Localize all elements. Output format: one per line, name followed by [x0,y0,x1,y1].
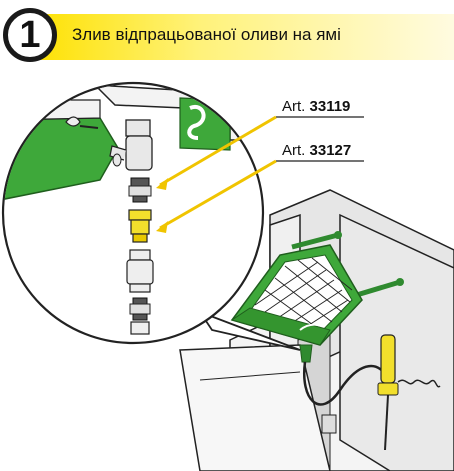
callout-label-2: Art. 33127 [282,142,351,159]
coupling-body [126,249,154,293]
drain-hose-assembly [302,334,441,451]
step-number: 1 [19,14,41,56]
step-number-badge: 1 [3,8,57,62]
step-header: 1 Злив відпрацьованої оливи на ямі [0,0,454,70]
threaded-nipple [128,177,152,203]
callout-label-1: Art. 33119 [282,98,350,115]
drain-funnel-tray [230,244,363,363]
callout-leaders [156,115,364,233]
callout-code: 33127 [309,142,352,159]
callout-code: 33119 [309,98,351,115]
title-bar [30,14,454,60]
yellow-quick-coupling [128,209,152,243]
step-title: Злив відпрацьованої оливи на ямі [72,25,341,44]
lower-nipple [129,297,151,335]
callout-prefix: Art. [282,142,306,159]
ball-valve [109,119,153,171]
callout-prefix: Art. [282,98,306,115]
